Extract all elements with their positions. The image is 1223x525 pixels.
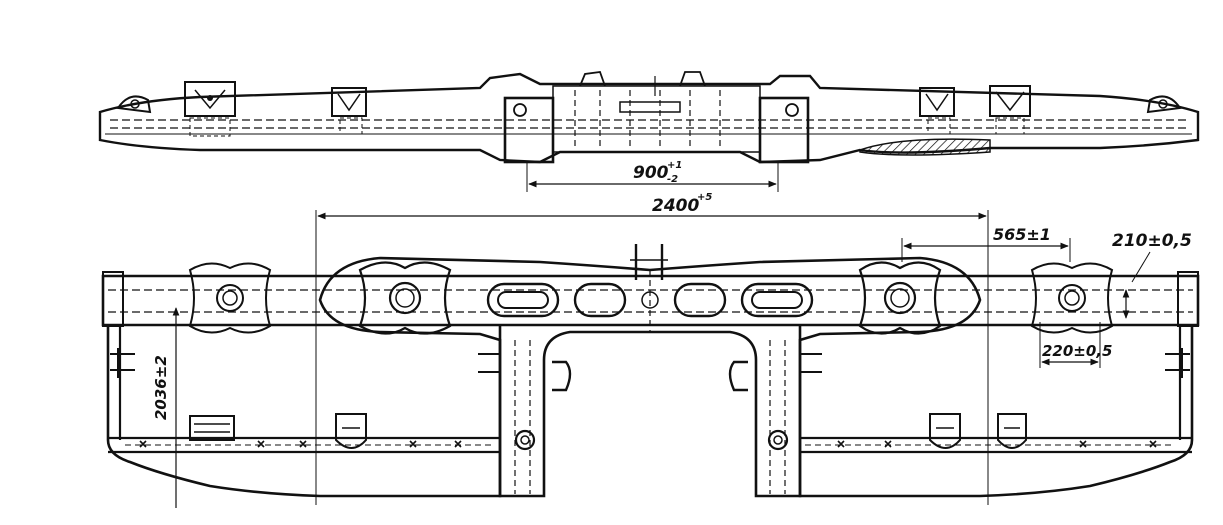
dimension-offset: 565±1 <box>901 225 1071 262</box>
lower-bracket-1 <box>189 415 235 441</box>
side-bearing-pad-left-outer <box>188 262 272 334</box>
center-studs <box>630 244 668 280</box>
dimension-pad-spacing: 220±0,5 <box>1039 322 1112 368</box>
rivet-marks <box>139 440 1157 448</box>
bracket-right-outer <box>989 85 1031 135</box>
side-bearing-pad-left-inner <box>358 261 452 335</box>
flange-width-value: 210±0,5 <box>1112 231 1192 251</box>
step-center-left <box>478 353 500 373</box>
lower-bracket-4 <box>997 413 1027 449</box>
dimension-frame-length: 2036±2 <box>152 307 180 508</box>
lower-bracket-3 <box>929 413 961 449</box>
bolster-gap-tol-upper: +1 <box>667 160 682 171</box>
bracket-left-outer <box>184 81 236 137</box>
side-elevation-view: 900 +1 -2 <box>98 71 1200 192</box>
side-bearing-pad-right-outer <box>1030 262 1114 334</box>
dimension-center-span: 2400 +5 <box>315 192 989 505</box>
side-bearing-pad-right-inner <box>858 261 942 335</box>
center-span-value: 2400 <box>652 196 699 216</box>
bracket-left-inner <box>331 87 367 135</box>
center-bolster-block <box>503 71 810 164</box>
step-left <box>110 348 135 378</box>
wear-plate-hatched <box>859 138 991 156</box>
bolster-gap-tol-lower: -2 <box>667 174 678 185</box>
lower-bracket-2 <box>335 413 367 449</box>
step-center-right <box>800 353 822 373</box>
end-lug-left <box>116 95 152 114</box>
dimension-flange-width: 210±0,5 <box>1112 231 1192 319</box>
offset-value: 565±1 <box>993 225 1051 244</box>
dimension-bolster-gap: 900 +1 -2 <box>526 160 779 192</box>
center-span-tol: +5 <box>697 192 712 203</box>
step-right <box>1165 348 1190 378</box>
bolster-gap-value: 900 <box>633 163 669 183</box>
pad-spacing-value: 220±0,5 <box>1042 342 1112 360</box>
frame-length-value: 2036±2 <box>152 355 170 420</box>
bracket-right-inner <box>919 87 955 135</box>
slot-openings <box>486 282 814 318</box>
end-lug-right <box>1146 95 1182 114</box>
plan-view: 2400 +5 565±1 210±0,5 220±0,5 2036±2 <box>101 192 1200 508</box>
